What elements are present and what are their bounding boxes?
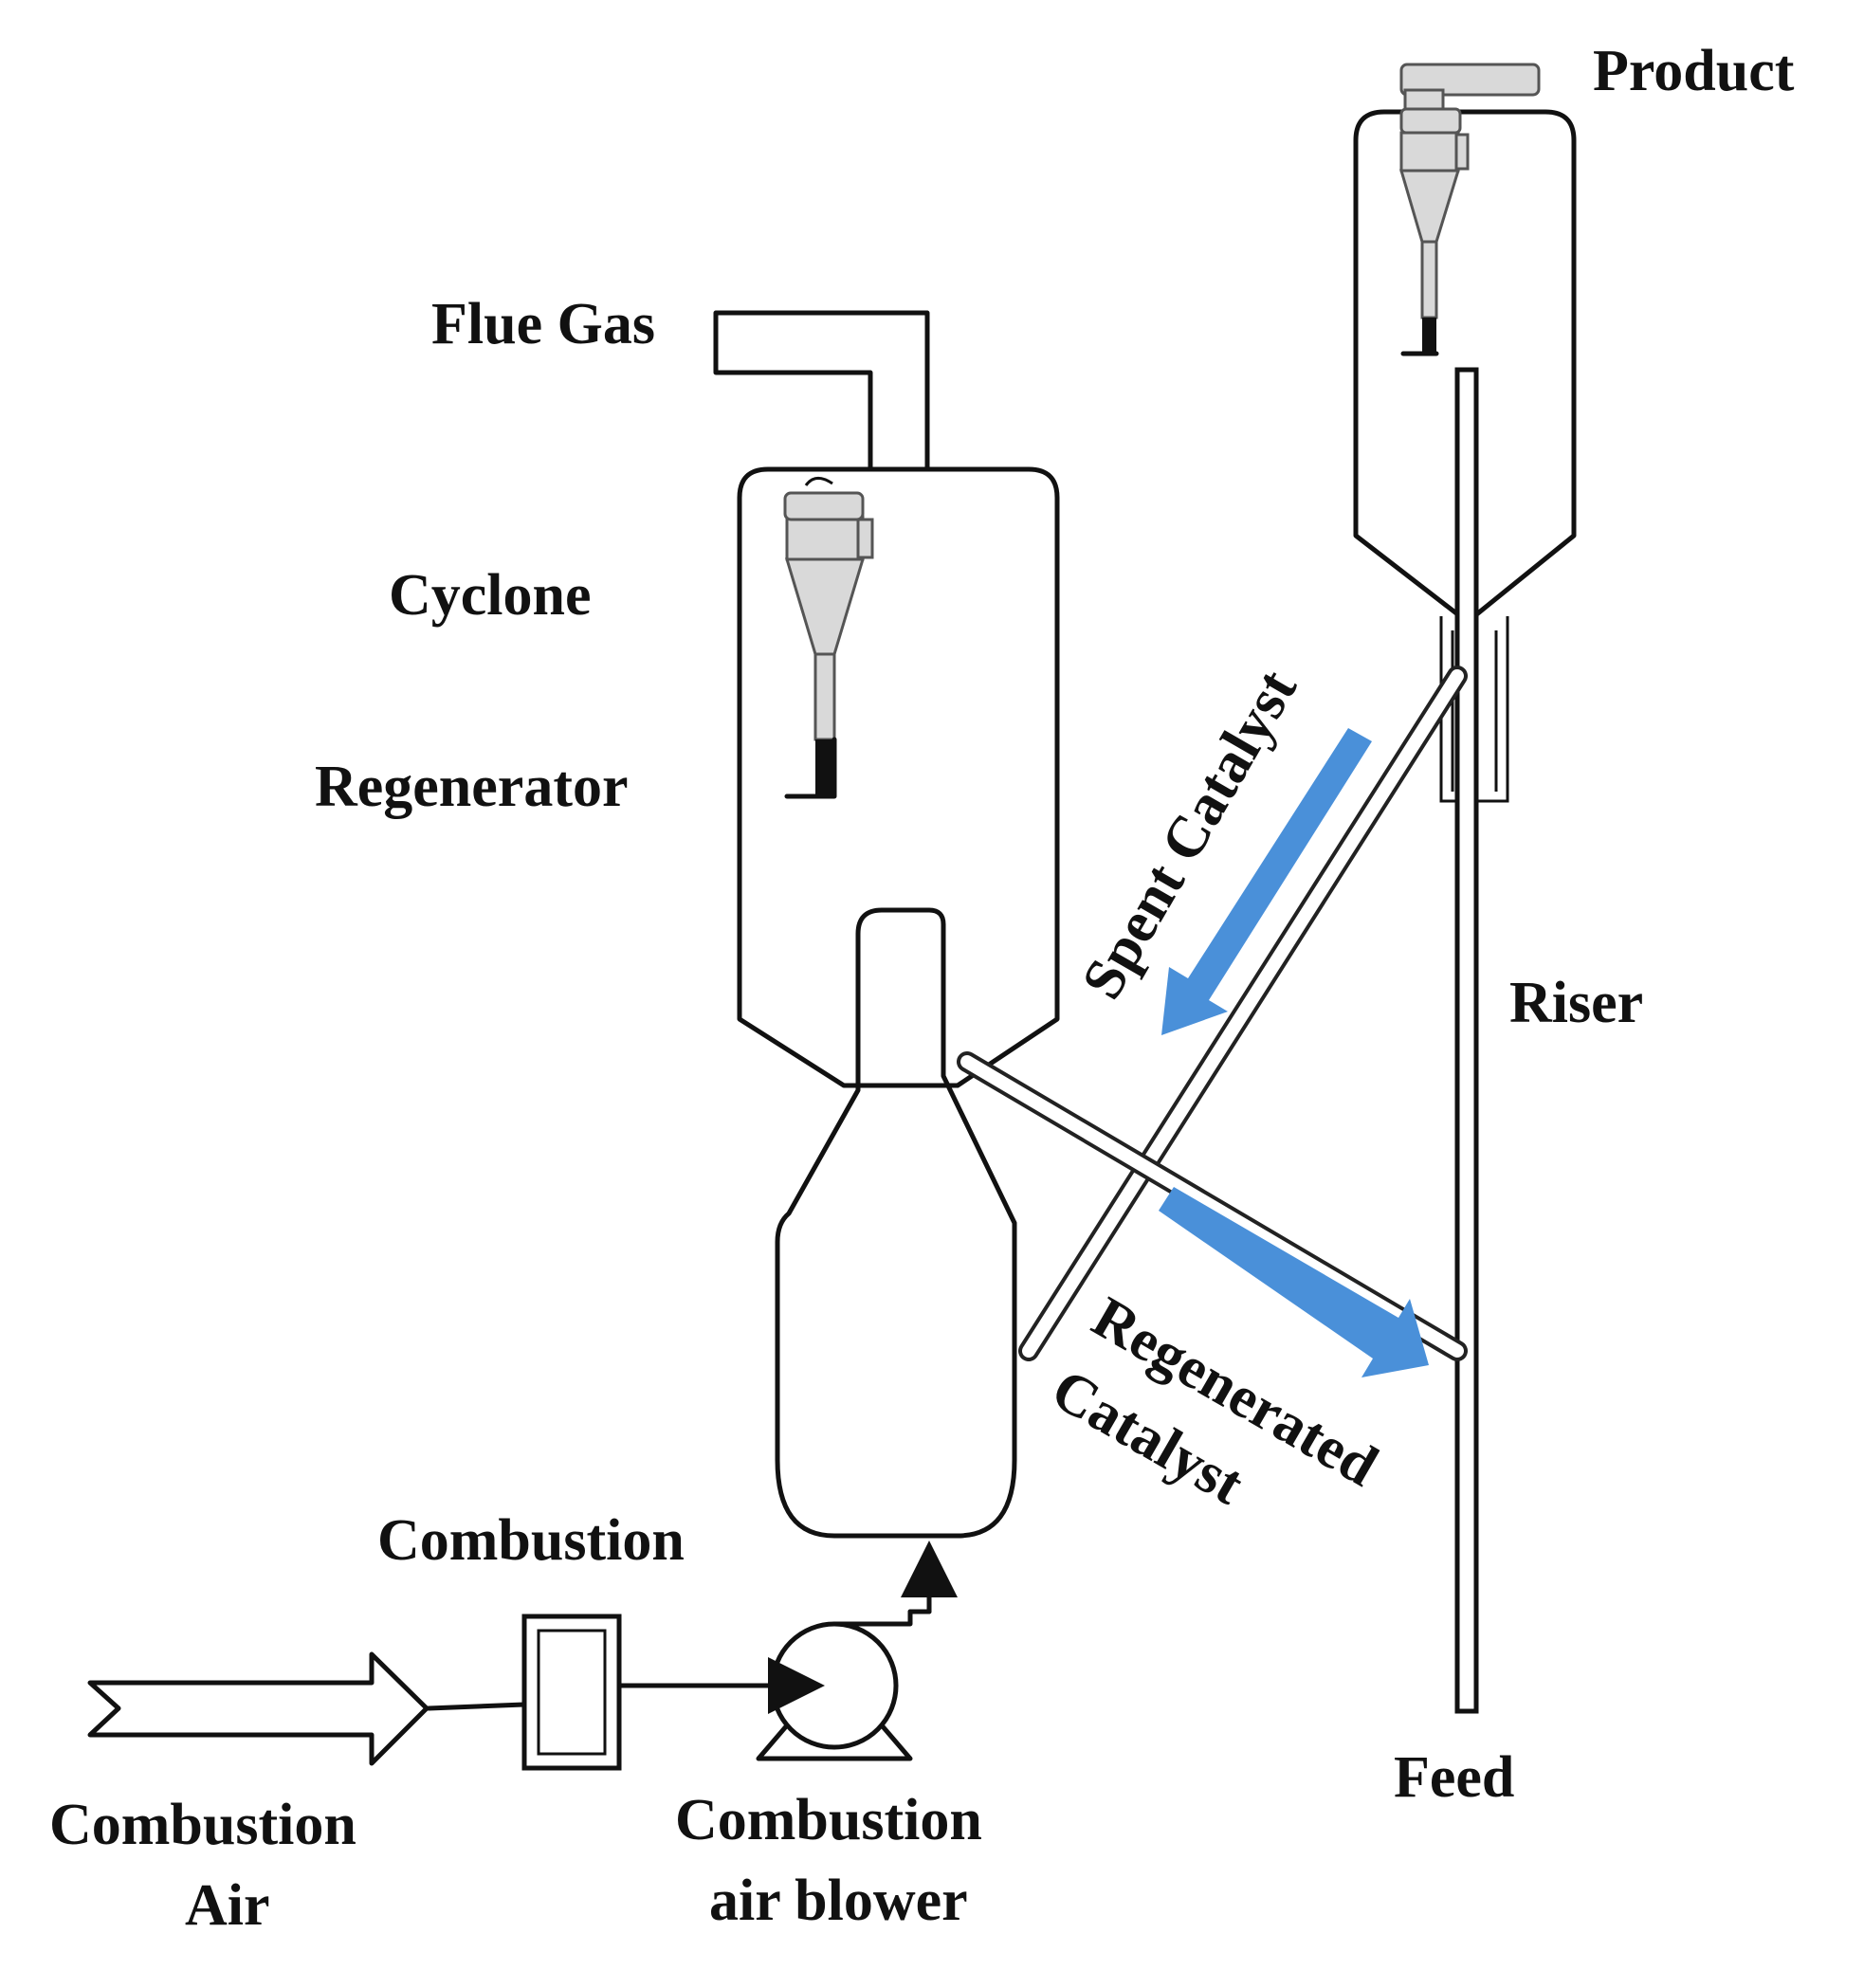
spent-catalyst-flow-arrow — [1161, 728, 1372, 1035]
combustion-air-label-line1: Combustion — [49, 1793, 356, 1857]
product-outlet — [1399, 63, 1541, 97]
spent-catalyst-line — [1018, 666, 1468, 1361]
regenerator-label: Regenerator — [315, 755, 629, 819]
product-label: Product — [1593, 39, 1795, 103]
cyclone-label: Cyclone — [389, 563, 592, 628]
combustion-air-inlet-arrow — [87, 1651, 429, 1766]
combustion-air-label-line2: Air — [185, 1873, 270, 1938]
regenerator-cyclone-icon — [783, 477, 874, 799]
flue-gas-pipe — [713, 310, 930, 472]
regenerated-catalyst-flow-arrow — [1159, 1187, 1429, 1377]
combustor-vessel — [775, 907, 1017, 1539]
riser-label: Riser — [1509, 971, 1643, 1035]
riser-pipe — [1454, 367, 1479, 1714]
flue-gas-label: Flue Gas — [431, 292, 655, 356]
blower-label-line2: air blower — [709, 1869, 968, 1933]
feed-label: Feed — [1394, 1745, 1514, 1810]
reactor-cyclone-icon — [1398, 107, 1470, 356]
regenerated-catalyst-line — [957, 1051, 1468, 1361]
air-line-1 — [426, 1702, 527, 1711]
combustion-air-blower-icon — [756, 1609, 913, 1761]
blower-label-line1: Combustion — [675, 1788, 982, 1852]
air-filter-box — [521, 1614, 622, 1771]
regenerator-vessel — [713, 310, 1060, 1088]
combustion-label: Combustion — [377, 1508, 685, 1573]
